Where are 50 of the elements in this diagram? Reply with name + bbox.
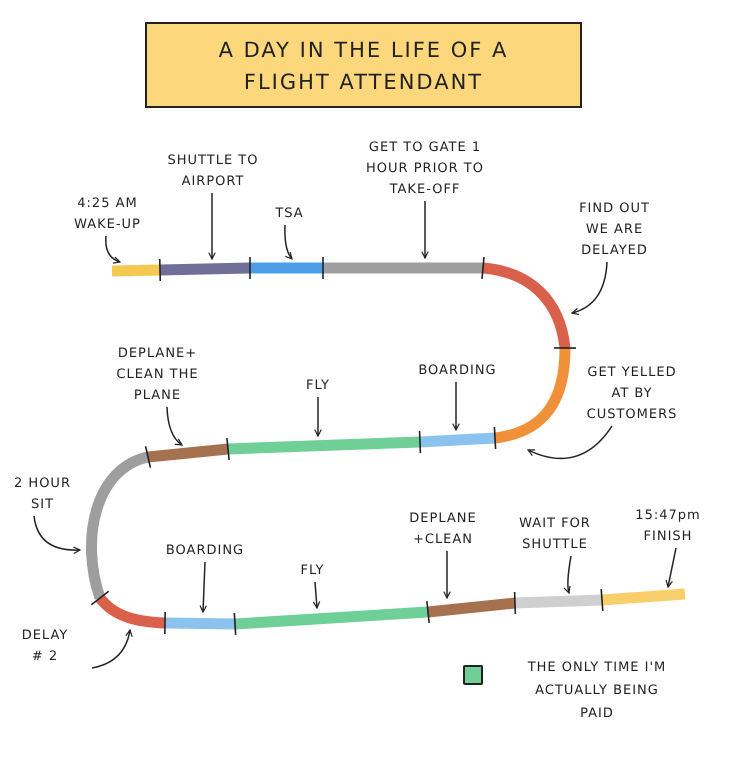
- step-label: WAIT FOR SHUTTLE: [505, 513, 605, 555]
- leader-arrow: [452, 382, 460, 431]
- step-label: FLY: [293, 375, 343, 396]
- step-label: 15:47pm FINISH: [628, 505, 708, 547]
- timeline-segment: [420, 432, 496, 448]
- step-label: SHUTTLE TO AIRPORT: [158, 150, 268, 192]
- timeline-segment: [86, 452, 150, 600]
- step-label: 4:25 AM WAKE-UP: [65, 193, 150, 235]
- step-label: DELAY # 2: [15, 625, 75, 667]
- step-label: FLY: [285, 560, 340, 581]
- step-label: FIND OUT WE ARE DELAYED: [567, 198, 662, 261]
- timeline-segment: [164, 618, 236, 630]
- timeline-segment: [228, 436, 420, 454]
- step-label: GET TO GATE 1 HOUR PRIOR TO TAKE-OFF: [366, 137, 484, 200]
- leader-arrow: [33, 516, 81, 554]
- step-label: BOARDING: [410, 360, 505, 381]
- timeline-segment: [234, 606, 428, 630]
- timeline-segment: [514, 594, 602, 608]
- step-label: DEPLANE+ CLEAN THE PLANE: [100, 343, 215, 406]
- leader-arrow: [421, 201, 429, 259]
- step-label: 2 HOUR SIT: [5, 473, 80, 515]
- leader-arrow: [166, 406, 183, 446]
- leader-arrow: [571, 262, 608, 315]
- leader-arrow: [314, 397, 322, 437]
- leader-arrow: [443, 551, 451, 599]
- timeline-segment: [323, 262, 483, 274]
- timeline-segment: [482, 262, 570, 349]
- leader-arrow: [284, 224, 293, 260]
- leader-arrow: [564, 556, 572, 594]
- timeline-segment: [494, 348, 570, 444]
- timeline-segment: [147, 444, 229, 462]
- leader-arrow: [105, 236, 121, 264]
- timeline-segment: [112, 264, 160, 276]
- step-label: GET YELLED AT BY CUSTOMERS: [586, 362, 678, 425]
- timeline-segment: [160, 262, 250, 276]
- leader-arrow: [312, 582, 320, 609]
- legend-text: THE ONLY TIME I'M ACTUALLY BEING PAID: [526, 659, 668, 723]
- timeline-segment: [602, 588, 686, 606]
- step-label: TSA: [262, 203, 317, 224]
- leader-arrow: [92, 629, 132, 669]
- leader-arrow: [527, 426, 613, 460]
- timeline-segment: [250, 262, 323, 274]
- leader-arrow: [208, 193, 216, 260]
- step-label: BOARDING: [150, 540, 260, 561]
- leader-arrow: [666, 548, 677, 588]
- timeline-segment: [427, 598, 516, 618]
- step-label: DEPLANE +CLEAN: [388, 508, 498, 550]
- timeline-segment: [96, 594, 166, 628]
- title-banner: A DAY IN THE LIFE OF A FLIGHT ATTENDANT: [145, 22, 582, 108]
- leader-arrow: [199, 562, 208, 613]
